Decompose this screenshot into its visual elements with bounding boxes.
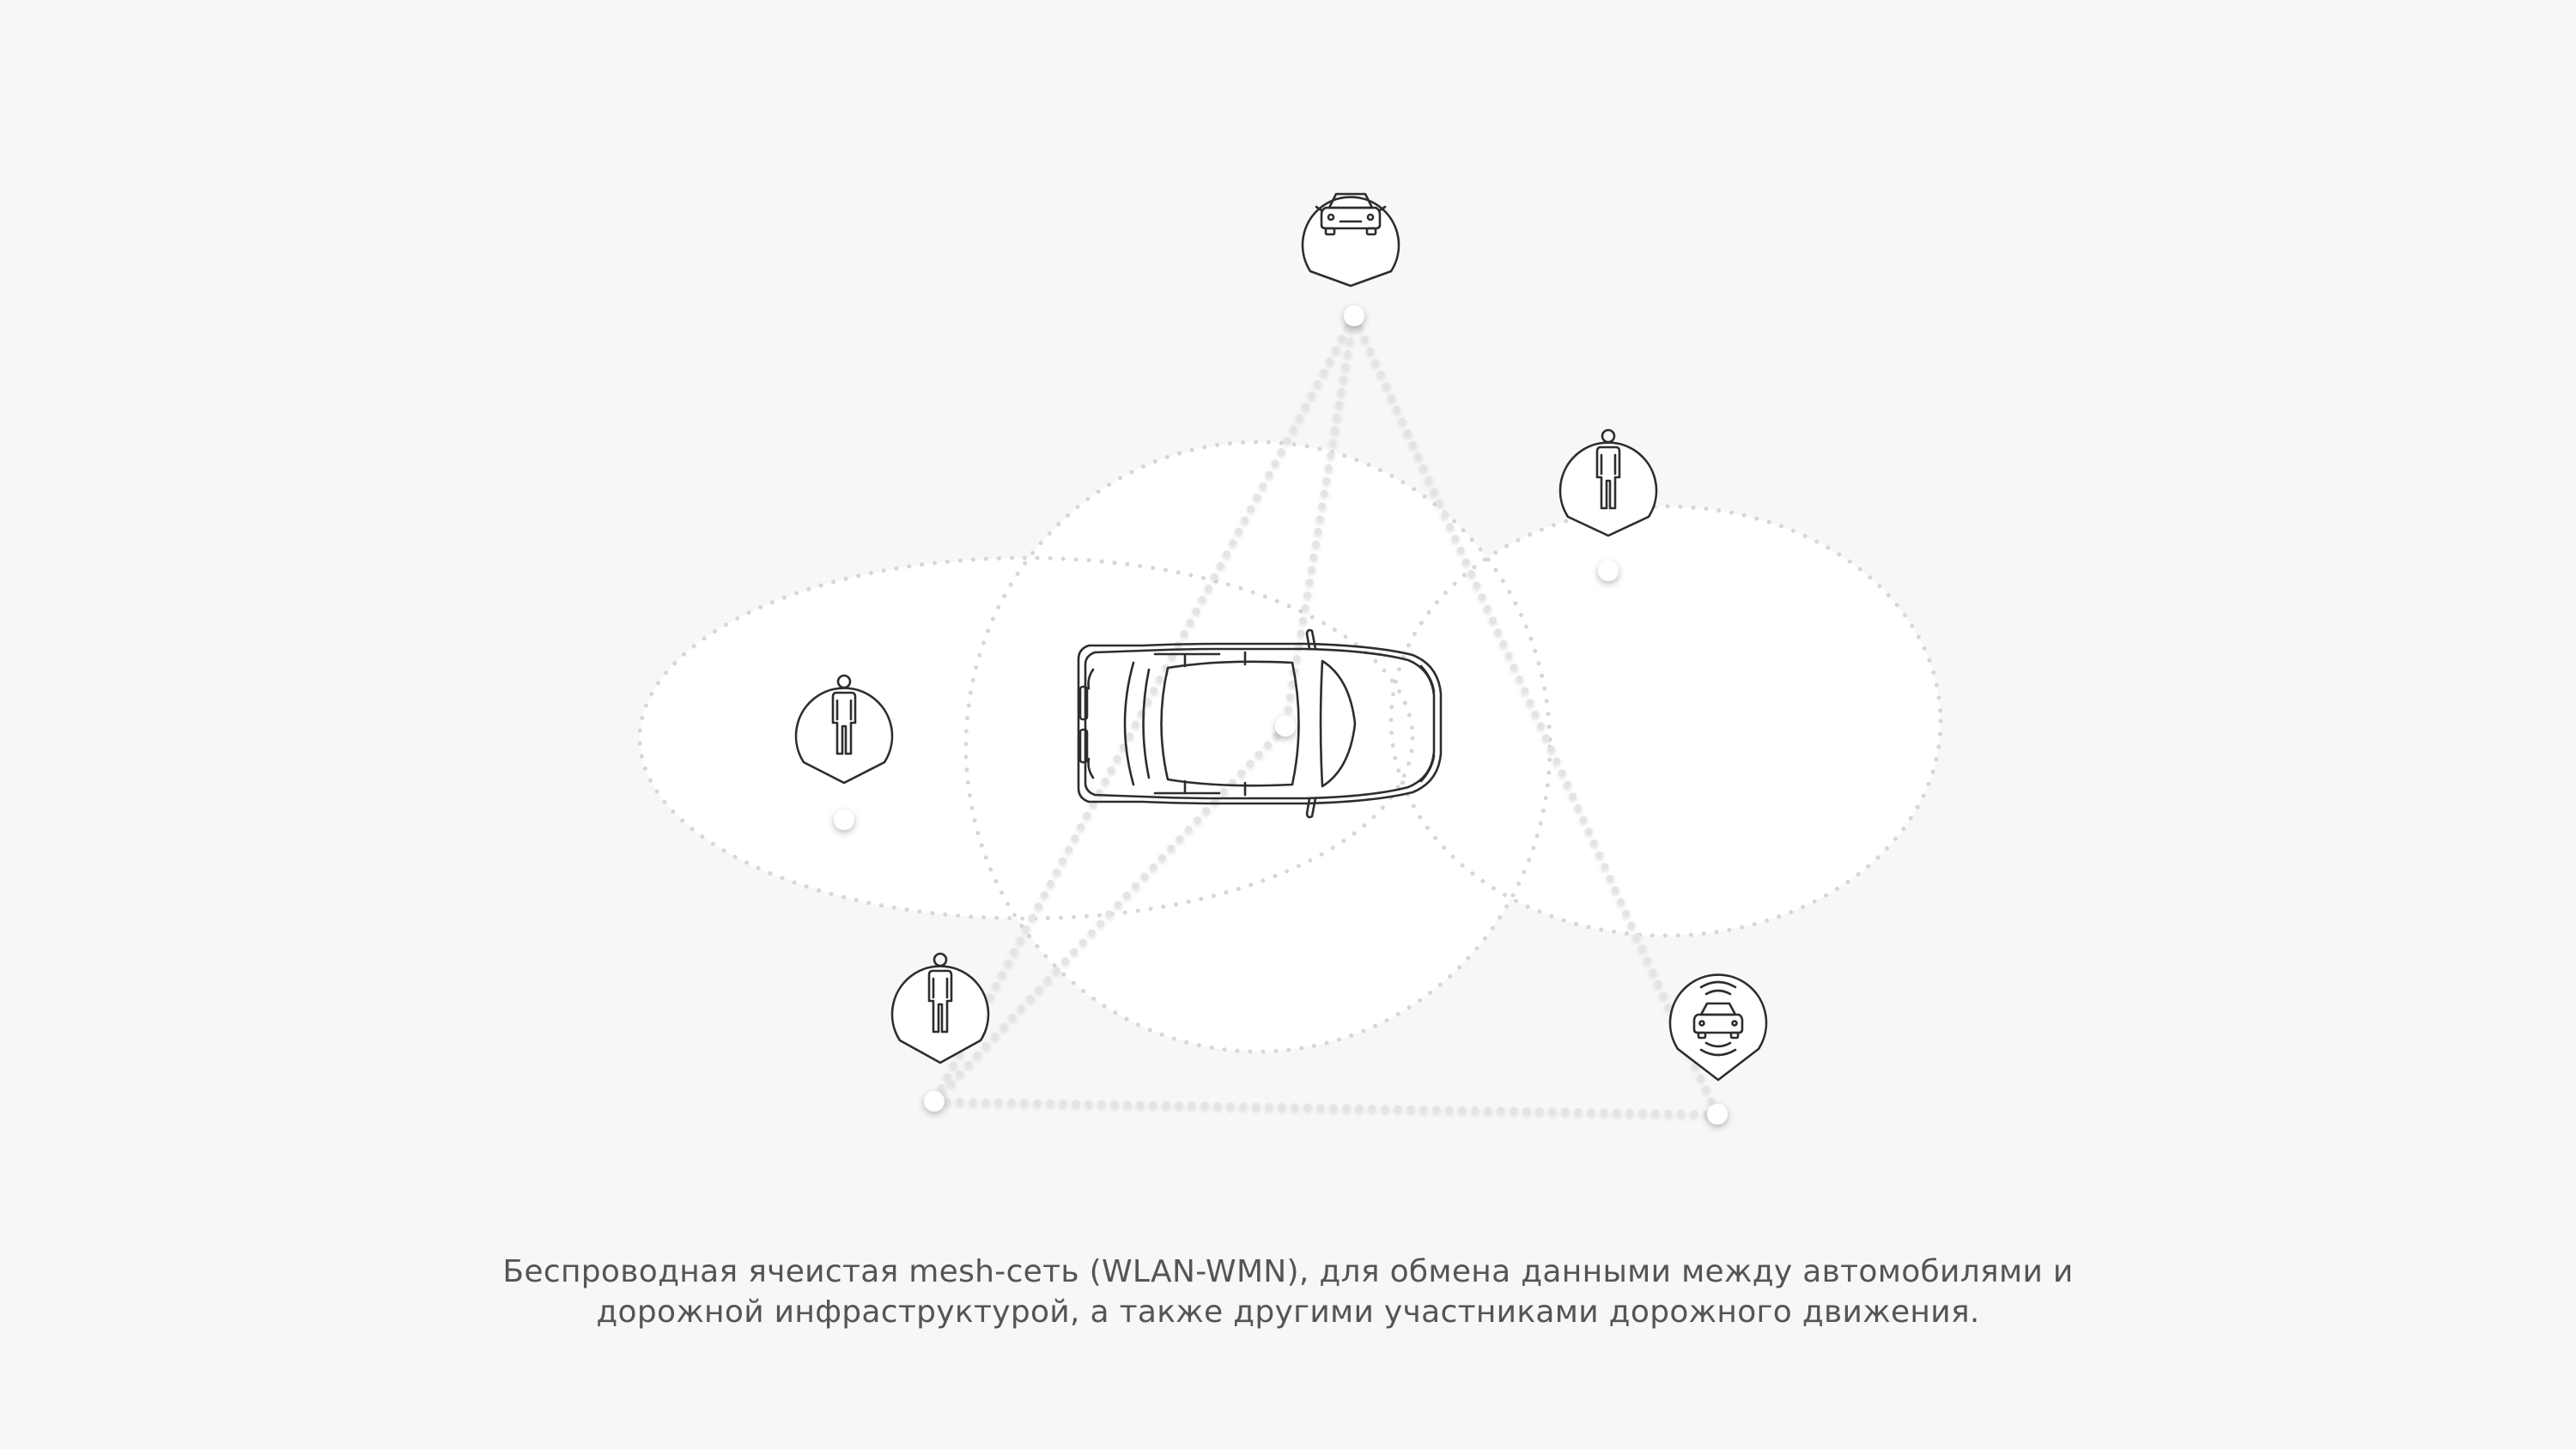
node-dot-top (1344, 306, 1364, 326)
person-icon (831, 674, 857, 755)
node-dot-left (834, 809, 854, 830)
person-icon (1595, 428, 1621, 510)
node-dot-center (1275, 716, 1296, 737)
connected-car-icon (1692, 980, 1744, 1057)
map-pin-pedestrian (890, 952, 990, 1064)
node-dot-upper-right (1598, 561, 1619, 581)
link-bottom-left-to-bottom-right (930, 1097, 1722, 1119)
coverage-zone-left-border (637, 555, 1415, 921)
mesh-links (930, 312, 1722, 1119)
network-nodes (834, 306, 1728, 1125)
car-top-view-icon (1077, 628, 1443, 819)
link-center-to-bottom-left (930, 722, 1290, 1106)
node-dot-bottom-left (924, 1091, 945, 1112)
link-top-to-bottom-right (1350, 312, 1722, 1119)
node-dot-bottom-right (1707, 1104, 1728, 1125)
coverage-zone-right-border (1388, 504, 1943, 938)
link-top-to-center (1281, 312, 1358, 731)
diagram-caption: Беспроводная ячеистая mesh-сеть (WLAN-WM… (0, 1252, 2576, 1332)
coverage-zone-center (966, 442, 1550, 1052)
map-pin-pedestrian (1558, 428, 1658, 537)
person-icon (927, 952, 953, 1034)
map-pin-connected-car (1668, 973, 1768, 1082)
map-pin-pedestrian (794, 674, 894, 785)
car-front-icon (1315, 192, 1387, 236)
map-pin-car (1301, 192, 1400, 288)
caption-line-2: дорожной инфраструктурой, а также другим… (596, 1294, 1980, 1330)
caption-line-1: Беспроводная ячеистая mesh-сеть (WLAN-WM… (502, 1254, 2074, 1289)
